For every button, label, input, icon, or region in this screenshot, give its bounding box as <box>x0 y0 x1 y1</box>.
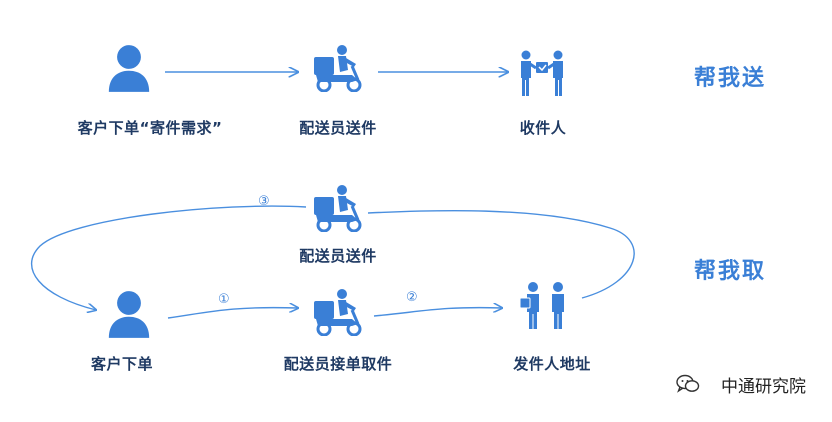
watermark: 中通研究院 <box>721 372 806 397</box>
arrow-pickup-to-sender <box>373 308 502 317</box>
fetch-for-me-title: 帮我取 <box>694 259 767 284</box>
customer-icon <box>108 45 150 92</box>
step-2: ② <box>406 290 418 305</box>
return-arc-right <box>367 209 635 299</box>
sender-address-label: 发件人地址 <box>513 355 591 373</box>
courier-deliver-icon <box>312 184 362 232</box>
courier-pickup-label: 配送员接单取件 <box>283 355 393 373</box>
courier-pickup-icon <box>312 288 362 336</box>
sender-address-icon <box>520 282 565 330</box>
courier-deliver-label-2: 配送员送件 <box>299 247 377 265</box>
step-1: ① <box>218 292 230 307</box>
courier-scooter-icon <box>312 44 362 92</box>
step-3: ③ <box>258 194 270 209</box>
return-arc-left <box>30 205 307 310</box>
courier-deliver-label: 配送员送件 <box>299 119 377 137</box>
customer-order-send-label: 客户下单“寄件需求” <box>77 119 223 137</box>
wechat-icon <box>676 374 700 392</box>
customer-icon-2 <box>108 291 150 338</box>
handoff-icon <box>519 50 565 98</box>
customer-order-label: 客户下单 <box>90 355 154 373</box>
receiver-label: 收件人 <box>519 119 567 137</box>
arrow-customer-to-pickup <box>167 308 298 319</box>
watermark-text: 中通研究院 <box>721 377 806 397</box>
send-for-me-title: 帮我送 <box>694 66 767 91</box>
